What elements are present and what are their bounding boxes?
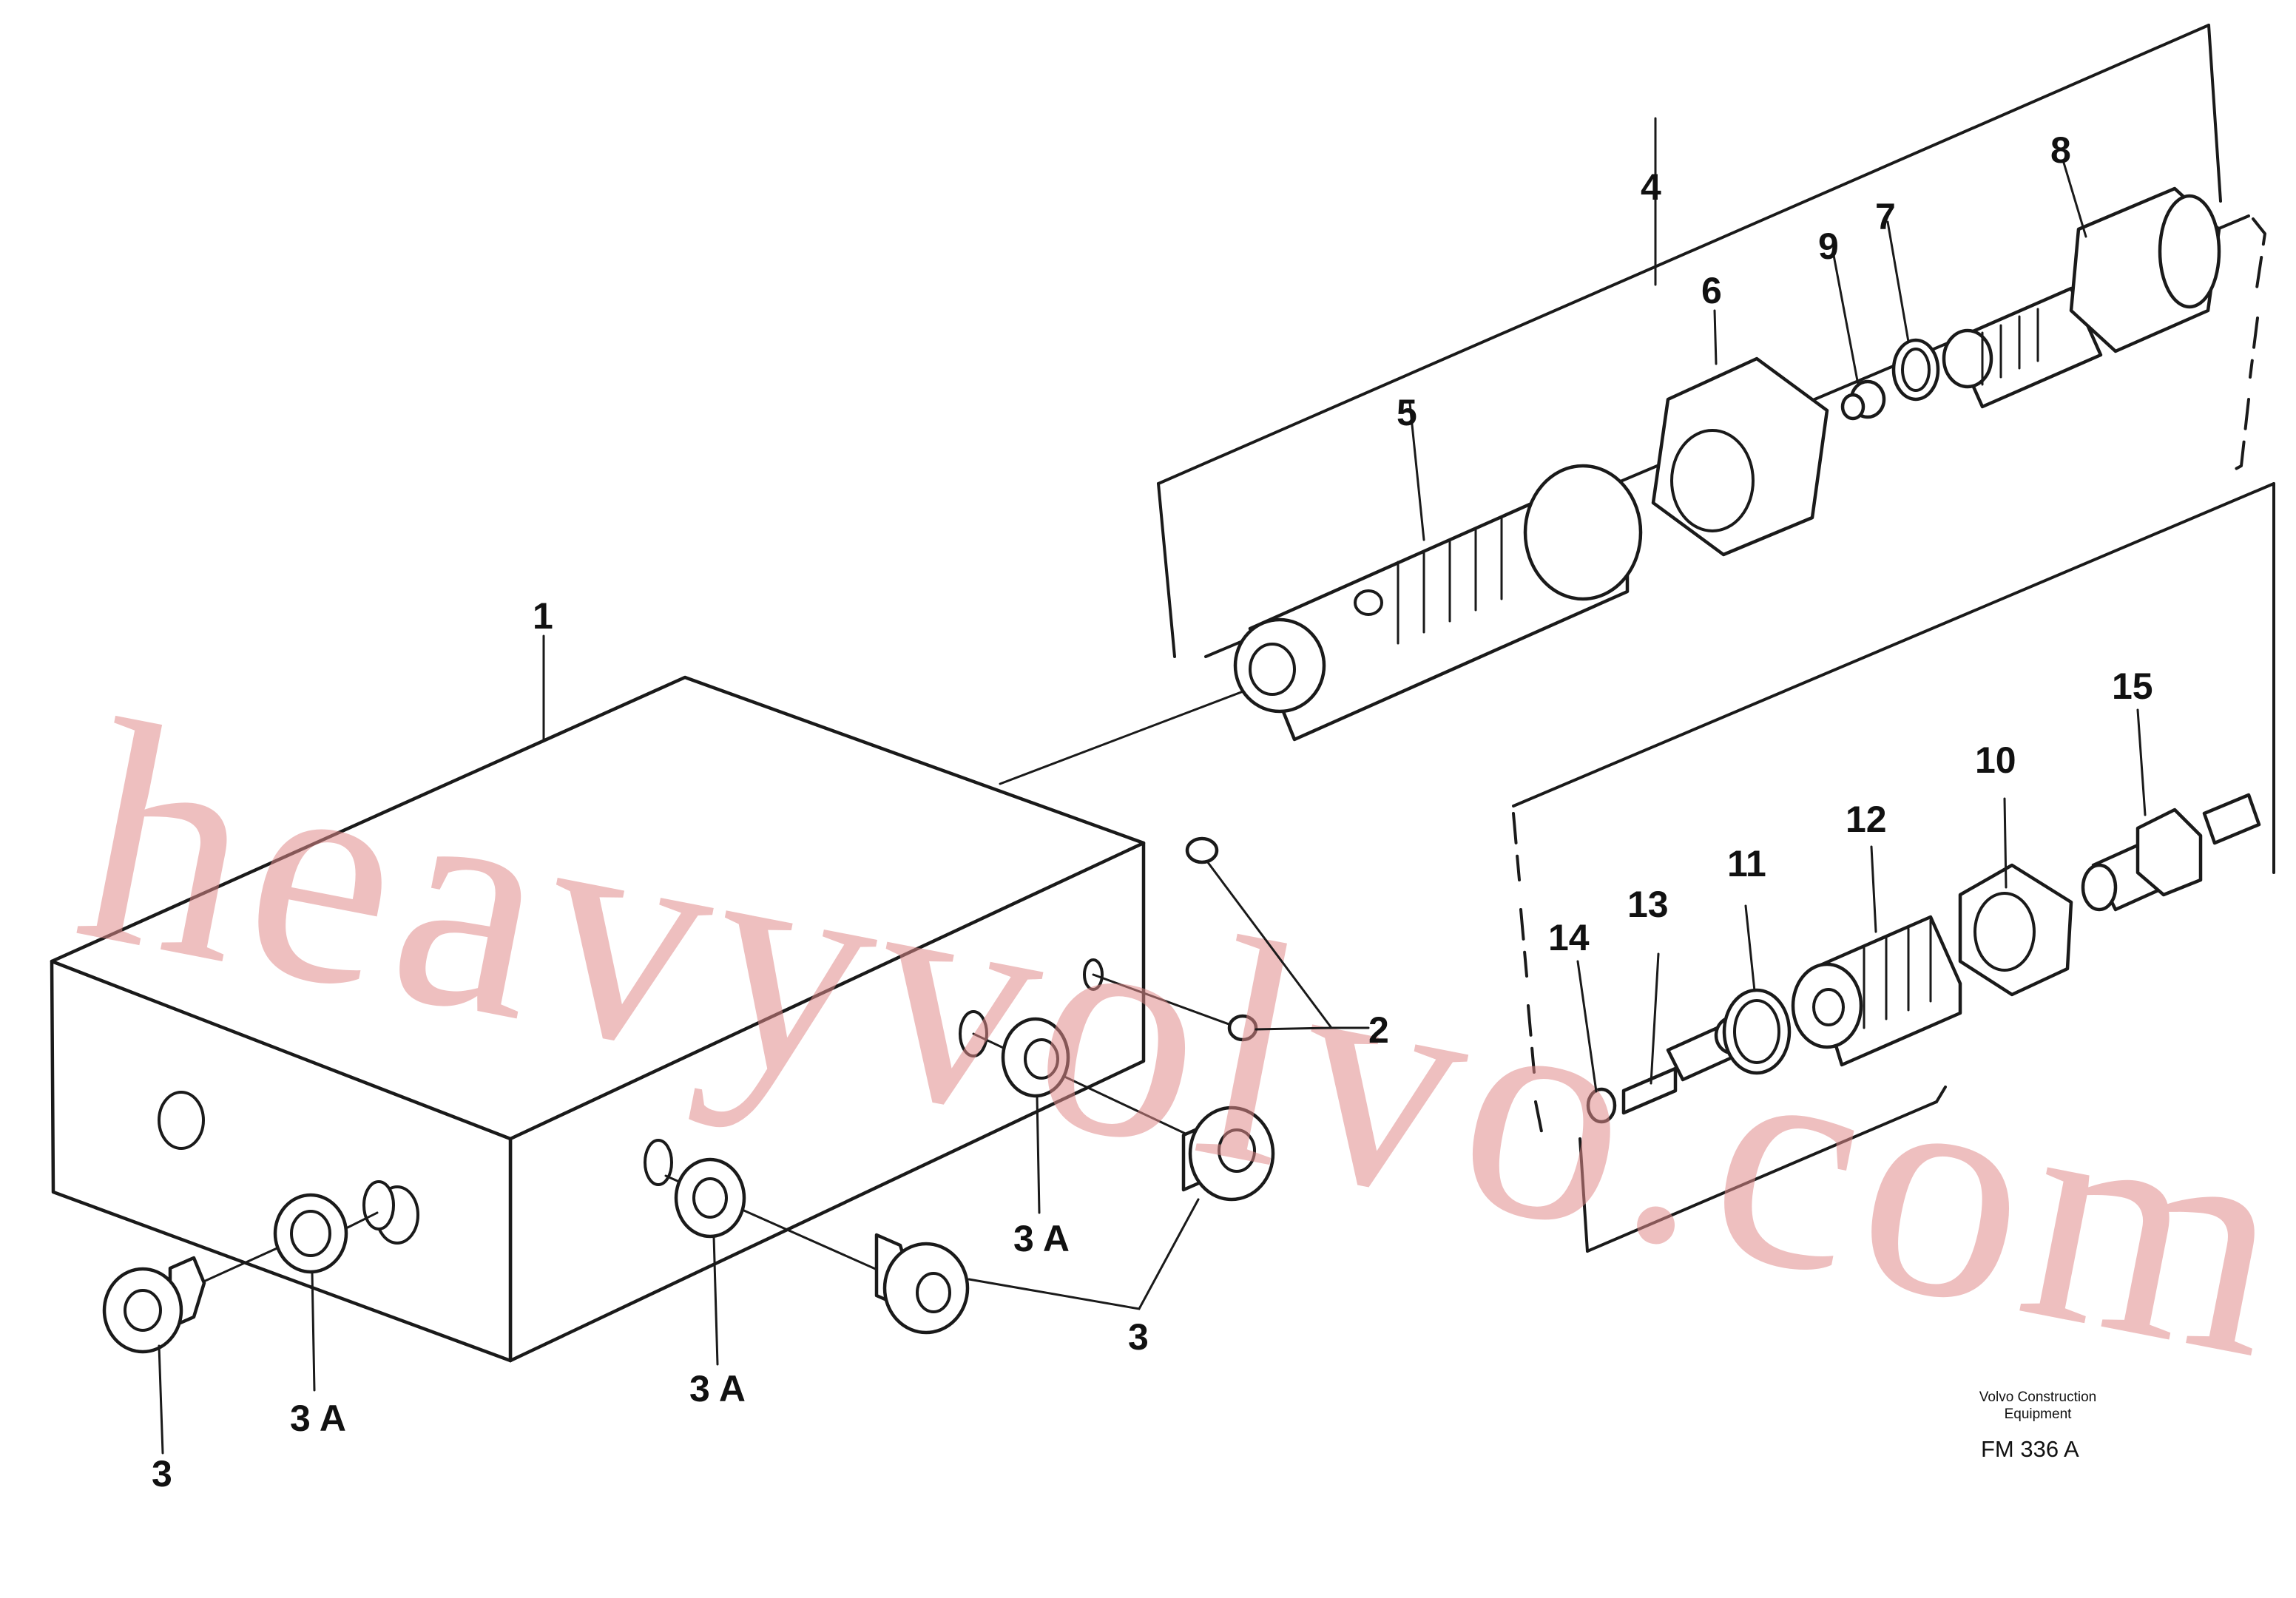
oring-11 [1722,988,1792,1075]
valve-block [50,675,1146,1363]
callout-12: 12 [1846,799,1887,840]
credit-line-2: Equipment [2005,1406,2073,1422]
nut-10 [1958,863,2073,997]
small-plugs-2 [1092,836,1258,1042]
plug-8 [1942,186,2221,409]
callout-13: 13 [1627,884,1669,925]
callout-3-mid: 3 [1128,1316,1149,1358]
washer-3a-mid [664,1157,900,1281]
washer-3a-right [972,1017,1229,1155]
callout-4: 4 [1641,166,1661,208]
fitting-15 [2081,793,2261,912]
sleeve-12 [1791,915,1962,1067]
callout-8: 8 [2050,129,2071,171]
callout-3a-right: 3 A [1013,1218,1070,1259]
callout-3a-left: 3 A [290,1398,346,1439]
oring-14 [1586,1087,1617,1124]
leader-lines [158,117,2147,1455]
oring-7 [1891,338,1940,402]
callout-3a-mid: 3 A [689,1368,746,1409]
callout-2: 2 [1368,1009,1389,1051]
plug-3-right [1181,1106,1275,1202]
callout-3-left: 3 [152,1453,172,1494]
callout-14: 14 [1548,917,1590,958]
callout-9: 9 [1818,226,1839,267]
callout-7: 7 [1875,196,1896,237]
cartridge-5 [1233,464,1643,742]
plug-3-left [102,1241,291,1354]
callout-15: 15 [2112,666,2153,707]
pin-9 [1840,379,1886,421]
plug-3-mid [874,1233,970,1335]
callout-11: 11 [1727,843,1766,884]
washer-3a-left [273,1193,379,1274]
callout-10: 10 [1975,739,2016,781]
callout-6: 6 [1701,270,1722,311]
lower-assembly-bracket [1512,482,2275,1253]
credit-line-1: Volvo Construction [1979,1389,2096,1405]
figure-code: FM 336 A [1981,1436,2079,1462]
callout-labels: 1 2 3 3 3 A 3 A 3 A 4 5 6 7 8 9 10 11 12… [152,129,2153,1494]
nut-6 [1651,356,1829,557]
callout-5: 5 [1397,392,1417,433]
assembly-4-bracket [999,24,2266,785]
callout-1: 1 [533,595,553,637]
